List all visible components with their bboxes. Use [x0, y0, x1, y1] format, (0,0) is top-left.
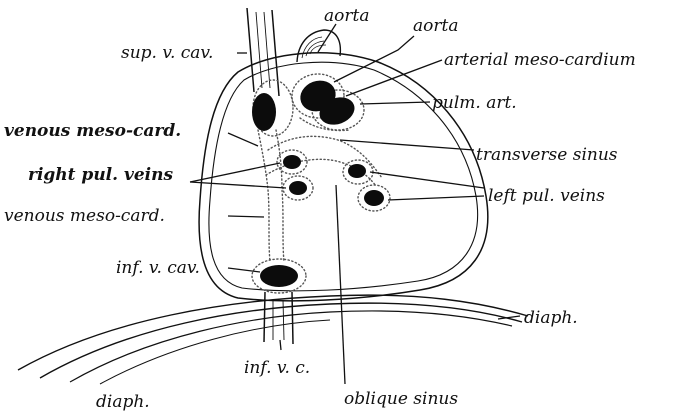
ivc-section: [260, 265, 298, 287]
labels: aorta aorta sup. v. cav. arterial meso-c…: [4, 6, 636, 412]
aorta-stump: [297, 30, 340, 62]
label-venous-meso-card-lower: venous meso-card.: [4, 206, 165, 226]
superior-vena-cava: [247, 8, 279, 96]
label-inf-v-c: inf. v. c.: [244, 358, 310, 378]
left-pul-vein-lower: [364, 190, 384, 206]
label-aorta: aorta: [413, 16, 458, 36]
label-arterial-meso-cardium: arterial meso-cardium: [444, 50, 636, 70]
label-diaph-right: diaph.: [524, 308, 578, 328]
label-left-pul-veins: left pul. veins: [488, 186, 605, 206]
right-pul-vein-upper: [283, 155, 301, 169]
label-inf-v-cav: inf. v. cav.: [116, 258, 200, 278]
left-pul-vein-upper: [348, 164, 366, 178]
label-oblique-sinus: oblique sinus: [344, 389, 458, 409]
label-venous-meso-card-upper: venous meso-card.: [4, 121, 181, 141]
svc-section: [252, 93, 276, 131]
label-pulm-art: pulm. art.: [432, 93, 517, 113]
leader-lines: [190, 24, 520, 384]
right-pul-vein-lower: [289, 181, 307, 195]
label-right-pul-veins: right pul. veins: [28, 165, 173, 185]
label-sup-v-cav: sup. v. cav.: [121, 43, 213, 63]
label-transverse-sinus: transverse sinus: [476, 145, 618, 165]
label-diaph-left: diaph.: [96, 392, 150, 412]
label-aorta-top: aorta: [324, 6, 369, 26]
